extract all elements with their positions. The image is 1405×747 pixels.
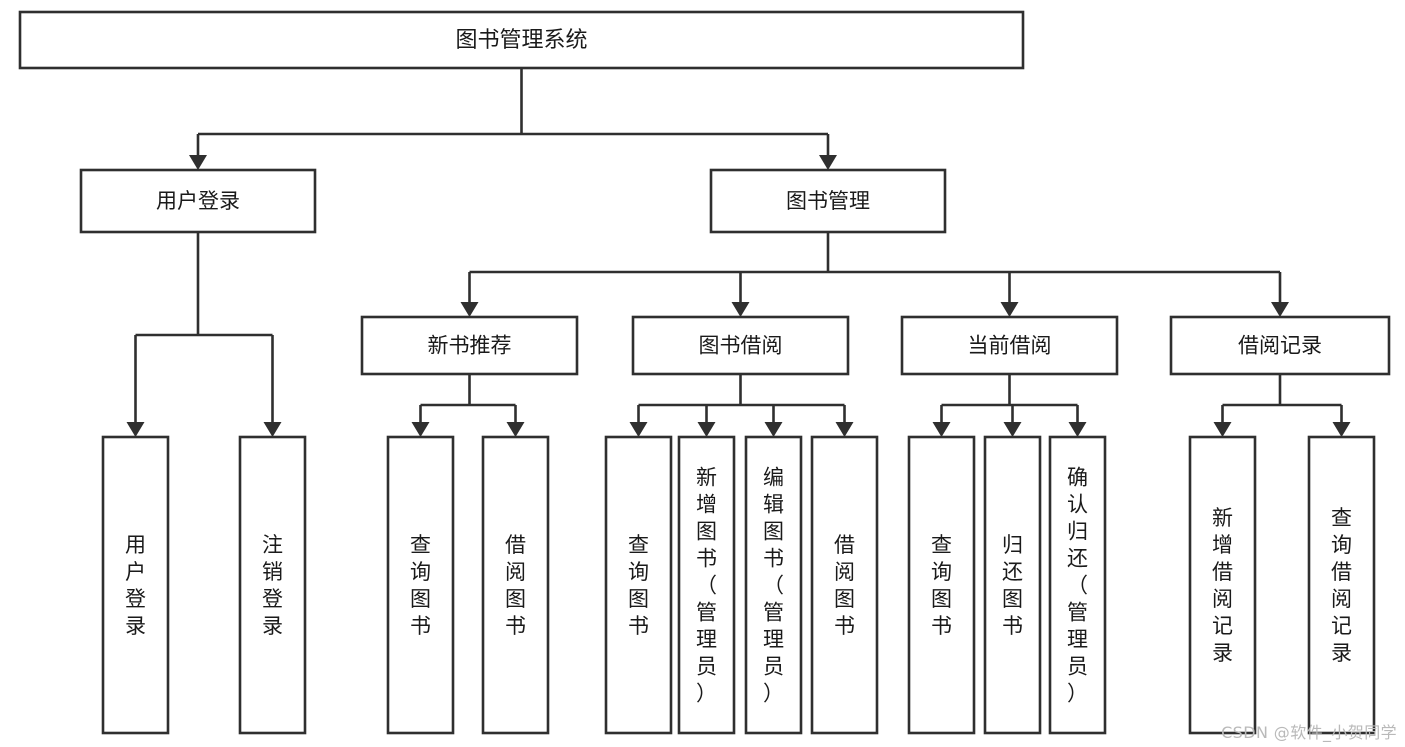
- connector-layer: [126, 68, 1351, 437]
- leaf-leaf-borrow-book-2-label: 借阅图书: [834, 533, 855, 638]
- leaf-leaf-return-book-box: [983, 435, 1042, 735]
- edge-book-borrow-arrow-1: [697, 422, 716, 437]
- leaf-leaf-query-record-label: 查询借阅记录: [1331, 506, 1352, 665]
- leaf-leaf-confirm-return-label: 确认归还（管理员）: [1067, 466, 1088, 706]
- leaf-leaf-user-login-box: [101, 435, 170, 735]
- leaf-leaf-edit-book-box: [744, 435, 803, 735]
- node-current-borrow-box: [900, 315, 1119, 376]
- node-root-图书管理系统-label: 图书管理系统: [455, 28, 587, 53]
- watermark-text: CSDN @软件_小贺同学: [1221, 723, 1397, 742]
- node-new-book-recommend[interactable]: 新书推荐: [360, 315, 579, 376]
- leaf-leaf-add-record-label: 新增借阅记录: [1212, 506, 1233, 665]
- leaf-leaf-query-book-2-label: 查询图书: [628, 533, 649, 638]
- node-book-borrow-label: 图书借阅: [699, 334, 783, 358]
- leaf-leaf-borrow-book-2-box: [810, 435, 879, 735]
- leaf-leaf-confirm-return-box: [1048, 435, 1107, 735]
- edge-current-borrow-arrow-0: [932, 422, 951, 437]
- leaf-leaf-query-record[interactable]: 查询借阅记录: [1307, 435, 1376, 735]
- node-new-book-recommend-box: [360, 315, 579, 376]
- leaf-leaf-add-book[interactable]: 新增图书（管理员）: [677, 435, 736, 735]
- leaf-leaf-add-book-box: [677, 435, 736, 735]
- node-borrow-record-label: 借阅记录: [1238, 334, 1322, 358]
- edge-borrow-record-arrow-0: [1213, 422, 1232, 437]
- leaf-leaf-add-record[interactable]: 新增借阅记录: [1188, 435, 1257, 735]
- leaf-leaf-logout[interactable]: 注销登录: [238, 435, 307, 735]
- node-new-book-recommend-label: 新书推荐: [428, 334, 512, 358]
- leaf-leaf-logout-box: [238, 435, 307, 735]
- leaf-leaf-borrow-book-2[interactable]: 借阅图书: [810, 435, 879, 735]
- edge-current-borrow-arrow-1: [1003, 422, 1022, 437]
- leaf-leaf-return-book-label: 归还图书: [1002, 533, 1023, 638]
- edge-borrow-record-arrow-1: [1332, 422, 1351, 437]
- edge-book-manage-arrow-3: [1271, 302, 1289, 317]
- leaf-leaf-borrow-book-1-box: [481, 435, 550, 735]
- node-user-login[interactable]: 用户登录: [79, 168, 317, 234]
- leaf-leaf-query-book-1-label: 查询图书: [410, 533, 431, 638]
- leaf-leaf-query-book-3[interactable]: 查询图书: [907, 435, 976, 735]
- node-book-manage[interactable]: 图书管理: [709, 168, 947, 234]
- node-borrow-record-box: [1169, 315, 1391, 376]
- edge-book-borrow-arrow-0: [629, 422, 648, 437]
- leaf-leaf-edit-book[interactable]: 编辑图书（管理员）: [744, 435, 803, 735]
- node-layer: 图书管理系统用户登录图书管理新书推荐图书借阅当前借阅借阅记录用户登录注销登录查询…: [18, 10, 1391, 735]
- leaf-leaf-query-book-2-box: [604, 435, 673, 735]
- edge-book-manage-arrow-2: [1000, 302, 1019, 317]
- leaf-leaf-return-book[interactable]: 归还图书: [983, 435, 1042, 735]
- edge-book-borrow-arrow-3: [835, 422, 854, 437]
- leaf-leaf-query-book-3-box: [907, 435, 976, 735]
- edge-user-login-arrow-1: [263, 422, 282, 437]
- edge-book-manage-arrow-1: [731, 302, 750, 317]
- edge-current-borrow-arrow-2: [1068, 422, 1087, 437]
- node-user-login-label: 用户登录: [156, 189, 240, 213]
- leaf-leaf-query-record-box: [1307, 435, 1376, 735]
- leaf-leaf-borrow-book-1[interactable]: 借阅图书: [481, 435, 550, 735]
- leaf-leaf-edit-book-label: 编辑图书（管理员）: [763, 466, 784, 706]
- node-user-login-box: [79, 168, 317, 234]
- leaf-leaf-query-book-2[interactable]: 查询图书: [604, 435, 673, 735]
- edge-new-book-recommend-arrow-0: [411, 422, 430, 437]
- edge-user-login-arrow-0: [126, 422, 145, 437]
- leaf-leaf-confirm-return[interactable]: 确认归还（管理员）: [1048, 435, 1107, 735]
- node-current-borrow[interactable]: 当前借阅: [900, 315, 1119, 376]
- leaf-leaf-add-record-box: [1188, 435, 1257, 735]
- leaf-leaf-query-book-1-box: [386, 435, 455, 735]
- node-root-图书管理系统-box: [18, 10, 1025, 70]
- leaf-leaf-user-login-label: 用户登录: [125, 533, 146, 638]
- edge-book-borrow-arrow-2: [764, 422, 783, 437]
- leaf-leaf-borrow-book-1-label: 借阅图书: [505, 533, 526, 638]
- leaf-leaf-query-book-1[interactable]: 查询图书: [386, 435, 455, 735]
- leaf-leaf-query-book-3-label: 查询图书: [931, 533, 952, 638]
- edge-root-arrow-1: [819, 155, 837, 170]
- leaf-leaf-add-book-label: 新增图书（管理员）: [696, 466, 717, 706]
- node-book-manage-box: [709, 168, 947, 234]
- edge-new-book-recommend-arrow-1: [506, 422, 525, 437]
- leaf-leaf-logout-label: 注销登录: [262, 533, 283, 638]
- edge-book-manage-arrow-0: [460, 302, 479, 317]
- leaf-leaf-user-login[interactable]: 用户登录: [101, 435, 170, 735]
- edge-root-arrow-0: [189, 155, 207, 170]
- node-root-图书管理系统[interactable]: 图书管理系统: [18, 10, 1025, 70]
- node-borrow-record[interactable]: 借阅记录: [1169, 315, 1391, 376]
- node-current-borrow-label: 当前借阅: [968, 334, 1052, 358]
- node-book-borrow-box: [631, 315, 850, 376]
- node-book-manage-label: 图书管理: [786, 189, 870, 213]
- node-book-borrow[interactable]: 图书借阅: [631, 315, 850, 376]
